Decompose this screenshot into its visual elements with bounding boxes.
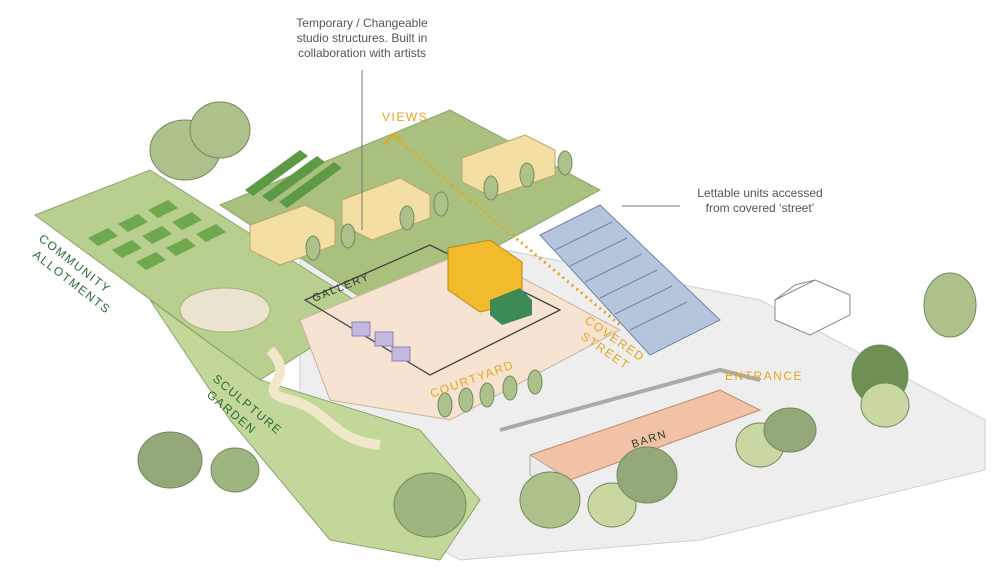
views-sightline [391, 133, 621, 327]
purple-studios [351, 321, 411, 362]
upper-beds [245, 150, 342, 208]
views-marker [383, 133, 403, 146]
annotation-lettable-units: Lettable units accessed from covered ‘st… [670, 186, 850, 216]
small-house [774, 279, 851, 336]
roof-ridges [554, 221, 688, 331]
trees [137, 101, 977, 538]
annotation-line: collaboration with artists [297, 46, 427, 60]
entrance-wall [499, 367, 761, 432]
views-label: VIEWS [382, 110, 428, 124]
annotation-line: studio structures. Built in [296, 31, 428, 45]
studio-structures [447, 239, 532, 325]
allotment-beds [88, 200, 226, 270]
annotation-line: from covered ‘street’ [705, 201, 815, 215]
entrance-label: ENTRANCE [725, 369, 803, 383]
garden-path [266, 346, 381, 450]
annotation-temporary-studios: Temporary / Changeable studio structures… [262, 16, 462, 61]
covered-street-roof [539, 204, 721, 356]
annotation-line: Lettable units accessed [697, 186, 823, 200]
annotation-line: Temporary / Changeable [296, 16, 428, 30]
gallery-outline [303, 244, 562, 376]
lawn-circle [179, 287, 271, 333]
